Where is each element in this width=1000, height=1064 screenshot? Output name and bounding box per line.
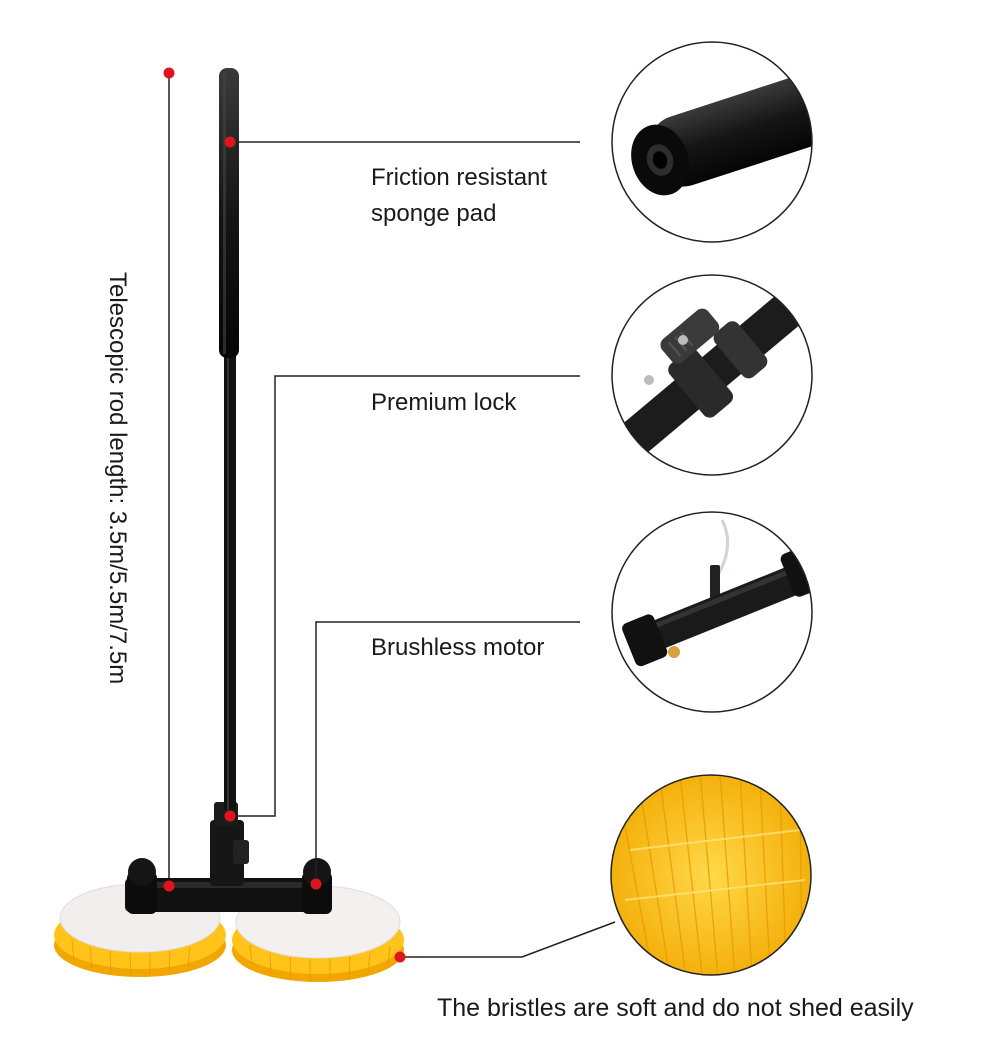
marker-dots bbox=[163, 67, 406, 963]
callout-rod-length: Telescopic rod length: 3.5m/5.5m/7.5m bbox=[104, 272, 131, 685]
callout-sponge-pad-line1: Friction resistant bbox=[371, 164, 548, 191]
leader-line-lock bbox=[230, 375, 580, 817]
detail-circle-lock bbox=[611, 274, 813, 476]
callout-sponge-pad: Friction resistant sponge pad bbox=[371, 160, 547, 232]
brush-product bbox=[54, 68, 404, 982]
marker-dot-motor bbox=[310, 878, 322, 890]
callout-sponge-pad-line2: sponge pad bbox=[371, 200, 497, 227]
leader-lines bbox=[230, 141, 616, 958]
callout-bristles: The bristles are soft and do not shed ea… bbox=[437, 994, 914, 1022]
marker-dot-bristles bbox=[394, 951, 406, 963]
detail-circle-bristles bbox=[610, 774, 812, 976]
marker-dot-rod-bottom bbox=[163, 880, 175, 892]
leader-line-bristles bbox=[400, 921, 616, 958]
leader-line-motor bbox=[315, 621, 580, 884]
marker-dot-lock bbox=[224, 810, 236, 822]
detail-circle-sponge bbox=[611, 41, 813, 243]
callout-brushless-motor: Brushless motor bbox=[371, 634, 545, 661]
marker-dot-sponge bbox=[224, 136, 236, 148]
detail-circle-motor bbox=[611, 511, 813, 713]
callout-premium-lock: Premium lock bbox=[371, 389, 517, 416]
marker-dot-rod-top bbox=[163, 67, 175, 79]
